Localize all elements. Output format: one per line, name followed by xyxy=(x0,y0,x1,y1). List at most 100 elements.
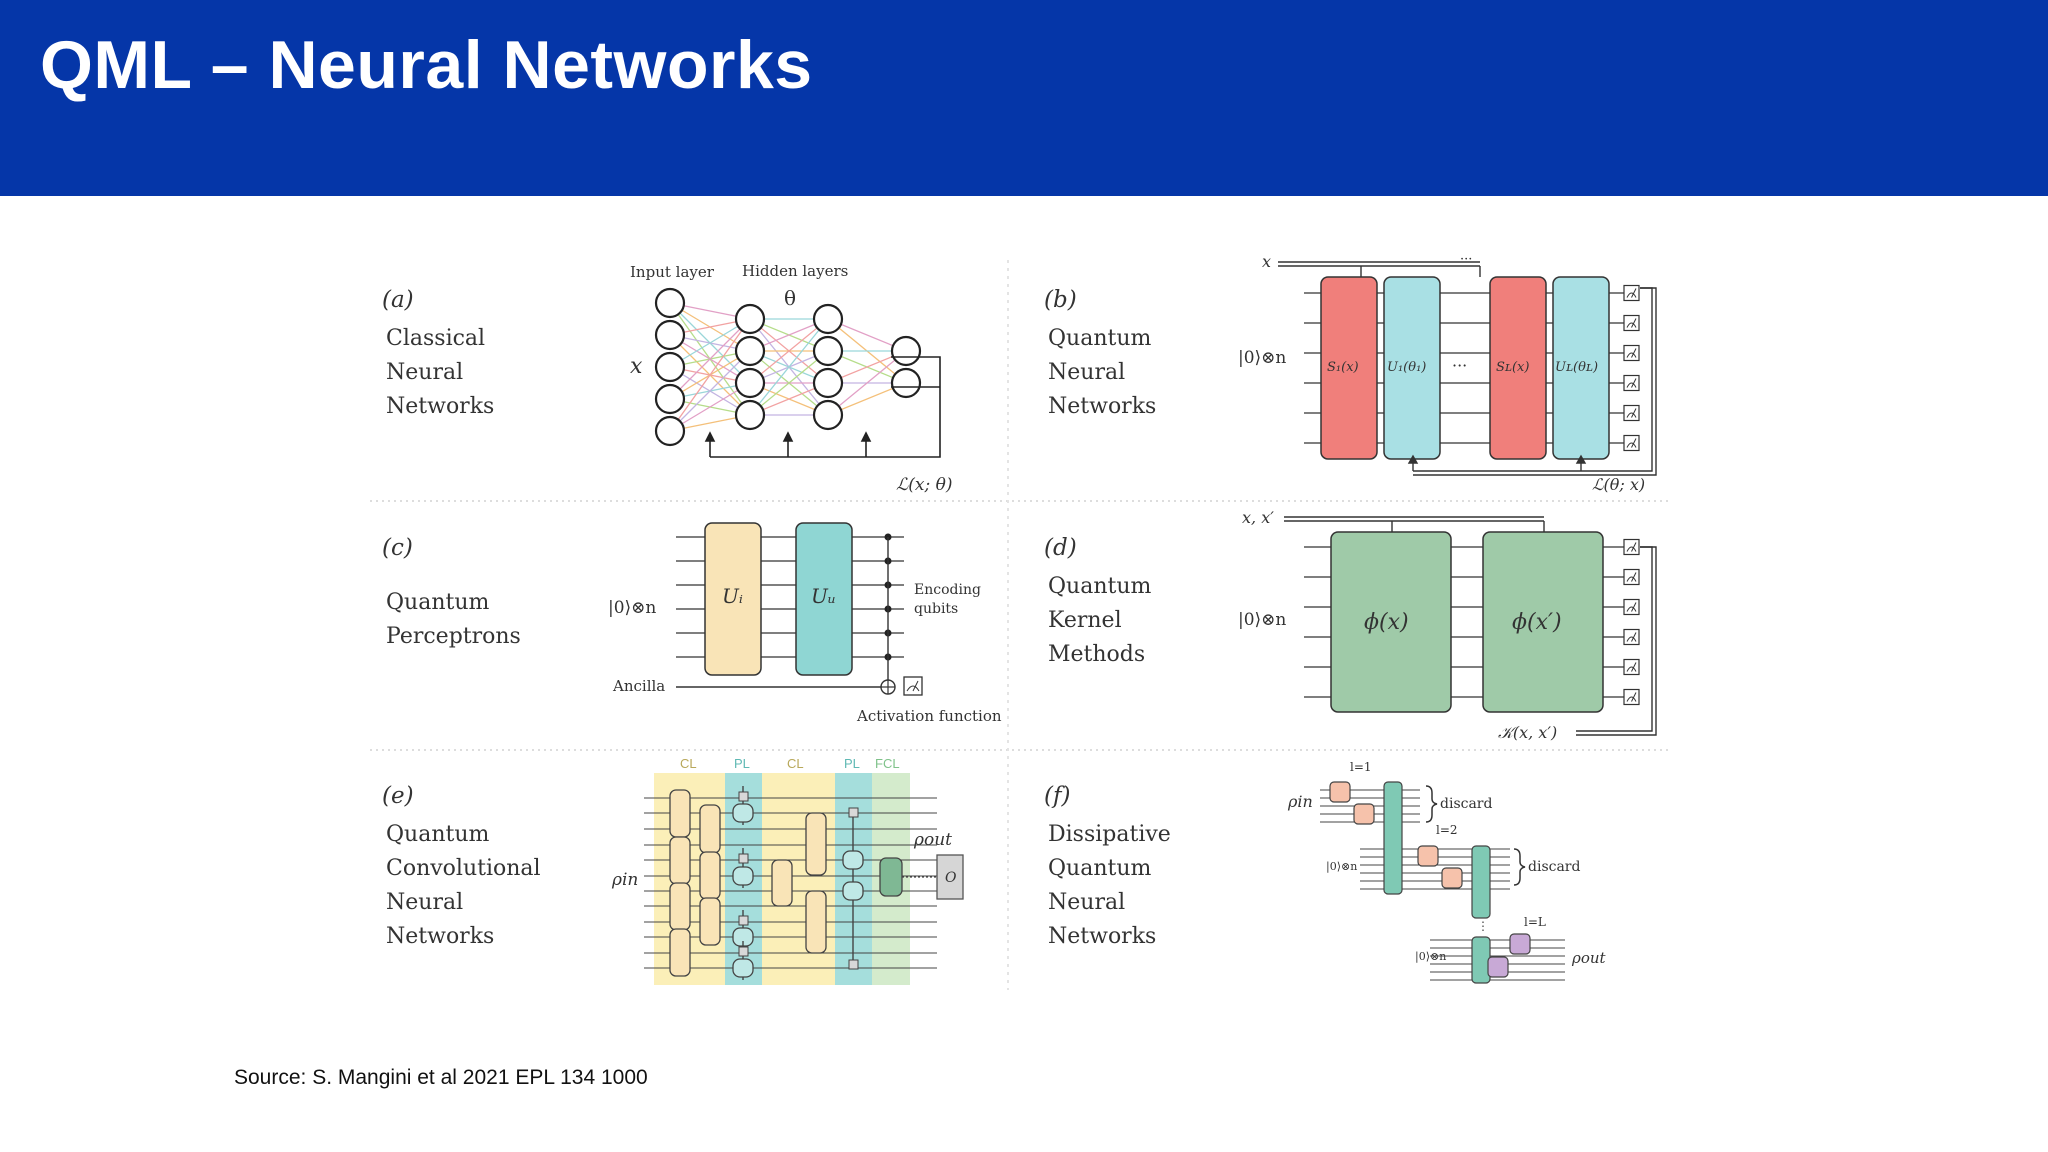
f-vdots: ⋮ xyxy=(1477,919,1489,933)
e-pool-gate xyxy=(842,850,864,870)
d-kernel-label: 𝒦(x, x′) xyxy=(1498,723,1557,742)
panel-e-line: Networks xyxy=(386,924,494,949)
c-unitary-uw xyxy=(795,522,853,676)
title-bar: QML – Neural Networks xyxy=(0,0,2048,196)
panel-f-tag: (f) xyxy=(1044,783,1070,809)
meter-arc xyxy=(1626,382,1637,388)
e-pool-gate xyxy=(842,881,864,901)
nn-edge xyxy=(749,318,829,384)
theta-label: θ xyxy=(784,286,796,310)
nn-neuron xyxy=(654,383,686,415)
e-gate xyxy=(771,859,793,907)
c-activation-label: Activation function xyxy=(856,707,1002,725)
b-ul-label: Uʟ(θʟ) xyxy=(1555,360,1598,375)
nn-edge xyxy=(669,318,751,368)
e-gate xyxy=(669,928,691,977)
e-observable-label: O xyxy=(945,870,957,886)
f-lL-label: l=L xyxy=(1524,915,1546,929)
f-l1-label: l=1 xyxy=(1350,760,1372,774)
d-measure-icon xyxy=(1623,538,1640,556)
panel-c-line: Quantum xyxy=(386,590,490,615)
nn-neurons xyxy=(654,287,922,447)
meter-needle xyxy=(1631,572,1637,582)
b-measure-icon xyxy=(1623,344,1640,362)
b-measure-icon xyxy=(1623,314,1640,332)
e-layer-label: CL xyxy=(787,756,804,771)
meter-needle xyxy=(1631,408,1637,418)
nn-neuron xyxy=(734,399,766,431)
d-feature-map-x xyxy=(1330,531,1452,713)
f-input-gate xyxy=(1353,803,1375,825)
e-pool-control xyxy=(738,853,749,864)
d-output-bus xyxy=(1576,546,1657,736)
meter-arc xyxy=(1626,636,1637,642)
loss-label: ℒ(x; θ) xyxy=(896,475,952,495)
e-layer-label: PL xyxy=(734,756,750,771)
nn-neuron xyxy=(812,367,844,399)
panel-f: (f) Dissipative Quantum Neural Networks … xyxy=(1044,760,1607,984)
nn-neuron xyxy=(654,351,686,383)
panel-a-line: Neural xyxy=(386,360,463,385)
panel-e-line: Convolutional xyxy=(386,856,541,881)
d-phi-x-label: ϕ(x) xyxy=(1364,610,1409,635)
b-dots-mid: ··· xyxy=(1452,356,1467,375)
b-measure-icon xyxy=(1623,434,1640,452)
panel-b: (b) Quantum Neural Networks x ··· |0⟩⊗n … xyxy=(1044,252,1657,494)
e-rho-out: ρout xyxy=(913,830,952,850)
meter-arc xyxy=(1626,292,1637,298)
panel-f-line: Dissipative xyxy=(1048,822,1171,847)
b-measurements xyxy=(1623,284,1640,452)
d-ket: |0⟩⊗n xyxy=(1238,610,1286,630)
d-measure-icon xyxy=(1623,658,1640,676)
d-phi-xp-label: ϕ(x′) xyxy=(1512,610,1562,635)
e-gate xyxy=(669,836,691,885)
f-ket: |0⟩⊗n xyxy=(1415,950,1446,964)
panel-f-line: Networks xyxy=(1048,924,1156,949)
nn-neuron xyxy=(734,335,766,367)
f-l2-label: l=2 xyxy=(1436,823,1458,837)
qml-figure: (a) Classical Neural Networks Input laye… xyxy=(360,245,1680,1005)
e-gate xyxy=(699,897,721,946)
panel-d-tag: (d) xyxy=(1044,535,1077,561)
f-output-gate xyxy=(1487,956,1509,978)
f-layer-unitary xyxy=(1471,936,1491,984)
panel-c: (c) Quantum Perceptrons |0⟩⊗n Uᵢ Uᵤ Anci… xyxy=(382,522,1002,725)
e-pool-control xyxy=(738,946,749,957)
panel-a-line: Classical xyxy=(386,326,485,351)
meter-needle xyxy=(1631,438,1637,448)
nn-connections xyxy=(669,302,907,432)
panel-e-tag: (e) xyxy=(382,783,414,809)
nn-edge xyxy=(669,350,751,432)
panel-a-line: Networks xyxy=(386,394,494,419)
b-feedback xyxy=(1407,287,1657,476)
f-hidden-gate xyxy=(1417,845,1439,867)
nn-neuron xyxy=(654,415,686,447)
f-brace xyxy=(1425,785,1438,823)
e-pool-control xyxy=(848,959,859,970)
e-rho-in: ρin xyxy=(611,870,638,890)
source-citation: Source: S. Mangini et al 2021 EPL 134 10… xyxy=(234,1066,648,1089)
nn-neuron xyxy=(812,335,844,367)
b-loss-label: ℒ(θ; x) xyxy=(1592,475,1645,494)
meter-arc xyxy=(1626,606,1637,612)
e-gate xyxy=(669,789,691,838)
c-uw-label: Uᵤ xyxy=(811,584,836,608)
d-measure-icon xyxy=(1623,598,1640,616)
c-ket: |0⟩⊗n xyxy=(608,598,656,618)
e-observable-box xyxy=(936,854,964,900)
e-layer-label: PL xyxy=(844,756,860,771)
meter-needle xyxy=(1631,692,1637,702)
b-measure-icon xyxy=(1623,374,1640,392)
panel-f-line: Quantum xyxy=(1048,856,1152,881)
f-layer-unitary xyxy=(1471,845,1491,919)
f-circuit: ⋮ xyxy=(1320,781,1565,984)
panel-a: (a) Classical Neural Networks Input laye… xyxy=(382,262,952,495)
meter-needle xyxy=(1631,378,1637,388)
e-pool-control xyxy=(738,791,749,802)
d-measure-icon xyxy=(1623,688,1640,706)
f-ket: |0⟩⊗n xyxy=(1326,860,1357,874)
panel-d: (d) Quantum Kernel Methods x, x′ |0⟩⊗n ϕ… xyxy=(1044,508,1657,742)
e-gate xyxy=(805,812,827,876)
d-feature-map-xp xyxy=(1482,531,1604,713)
b-s1-label: S₁(x) xyxy=(1327,360,1359,375)
